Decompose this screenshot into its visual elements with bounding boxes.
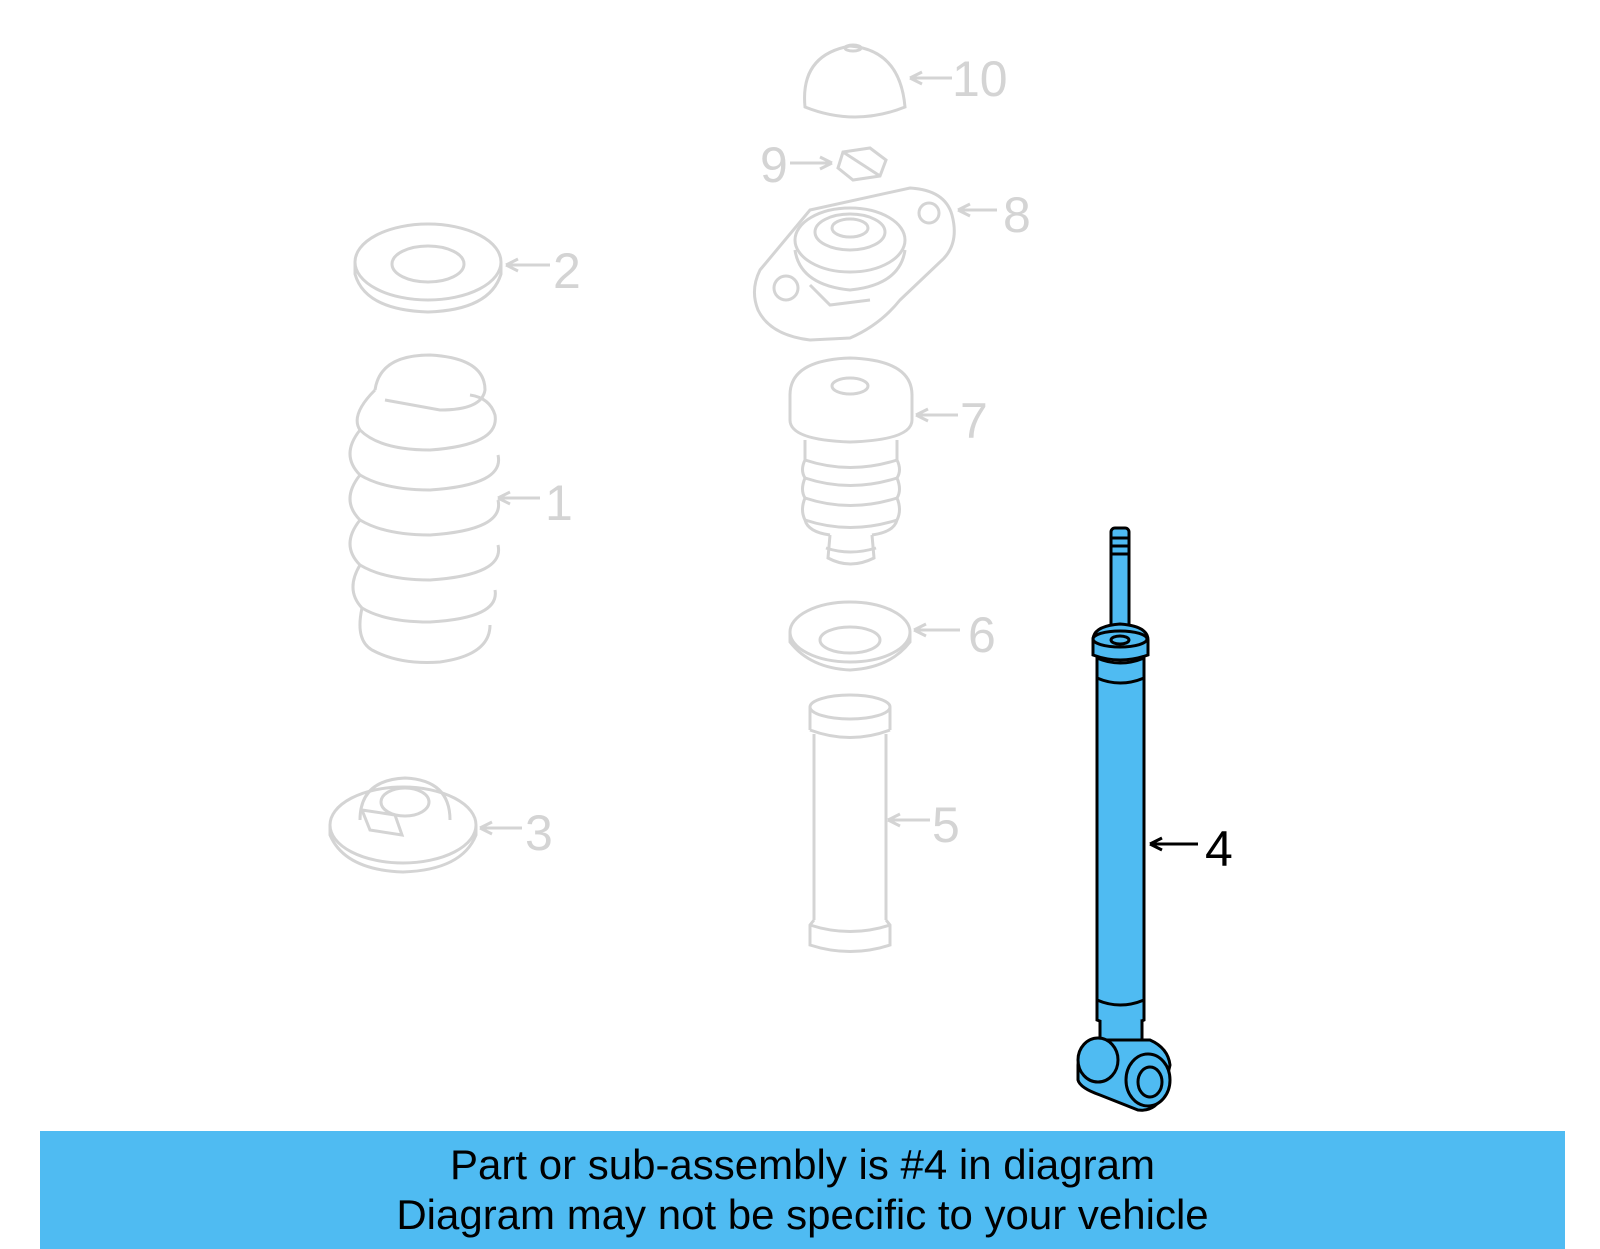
part-9-nut[interactable] <box>790 146 888 182</box>
callout-1[interactable]: 1 <box>545 475 573 531</box>
banner-line-2: Diagram may not be specific to your vehi… <box>396 1191 1209 1238</box>
callout-2[interactable]: 2 <box>553 243 581 299</box>
callout-6[interactable]: 6 <box>968 607 996 663</box>
part-3-lower-spring-seat[interactable] <box>328 776 522 874</box>
callout-9[interactable]: 9 <box>760 137 788 193</box>
part-1-coil-spring[interactable] <box>348 353 540 664</box>
callout-4[interactable]: 4 <box>1205 821 1233 877</box>
callout-5[interactable]: 5 <box>932 797 960 853</box>
callout-7[interactable]: 7 <box>960 393 988 449</box>
callout-10[interactable]: 10 <box>952 51 1008 107</box>
part-10-dust-cap[interactable] <box>803 43 952 119</box>
callout-3[interactable]: 3 <box>525 805 553 861</box>
part-4-shock-absorber[interactable] <box>1076 526 1198 1112</box>
callout-8[interactable]: 8 <box>1003 187 1031 243</box>
part-8-strut-mount[interactable] <box>753 186 997 342</box>
part-7-bump-stop[interactable] <box>788 356 958 566</box>
part-5-dust-boot[interactable] <box>808 693 930 953</box>
banner-line-1: Part or sub-assembly is #4 in diagram <box>450 1141 1155 1188</box>
part-6-spring-seat[interactable] <box>788 600 960 672</box>
info-banner: Part or sub-assembly is #4 in diagram Di… <box>40 1131 1565 1249</box>
part-2-spring-pad[interactable] <box>353 222 550 314</box>
